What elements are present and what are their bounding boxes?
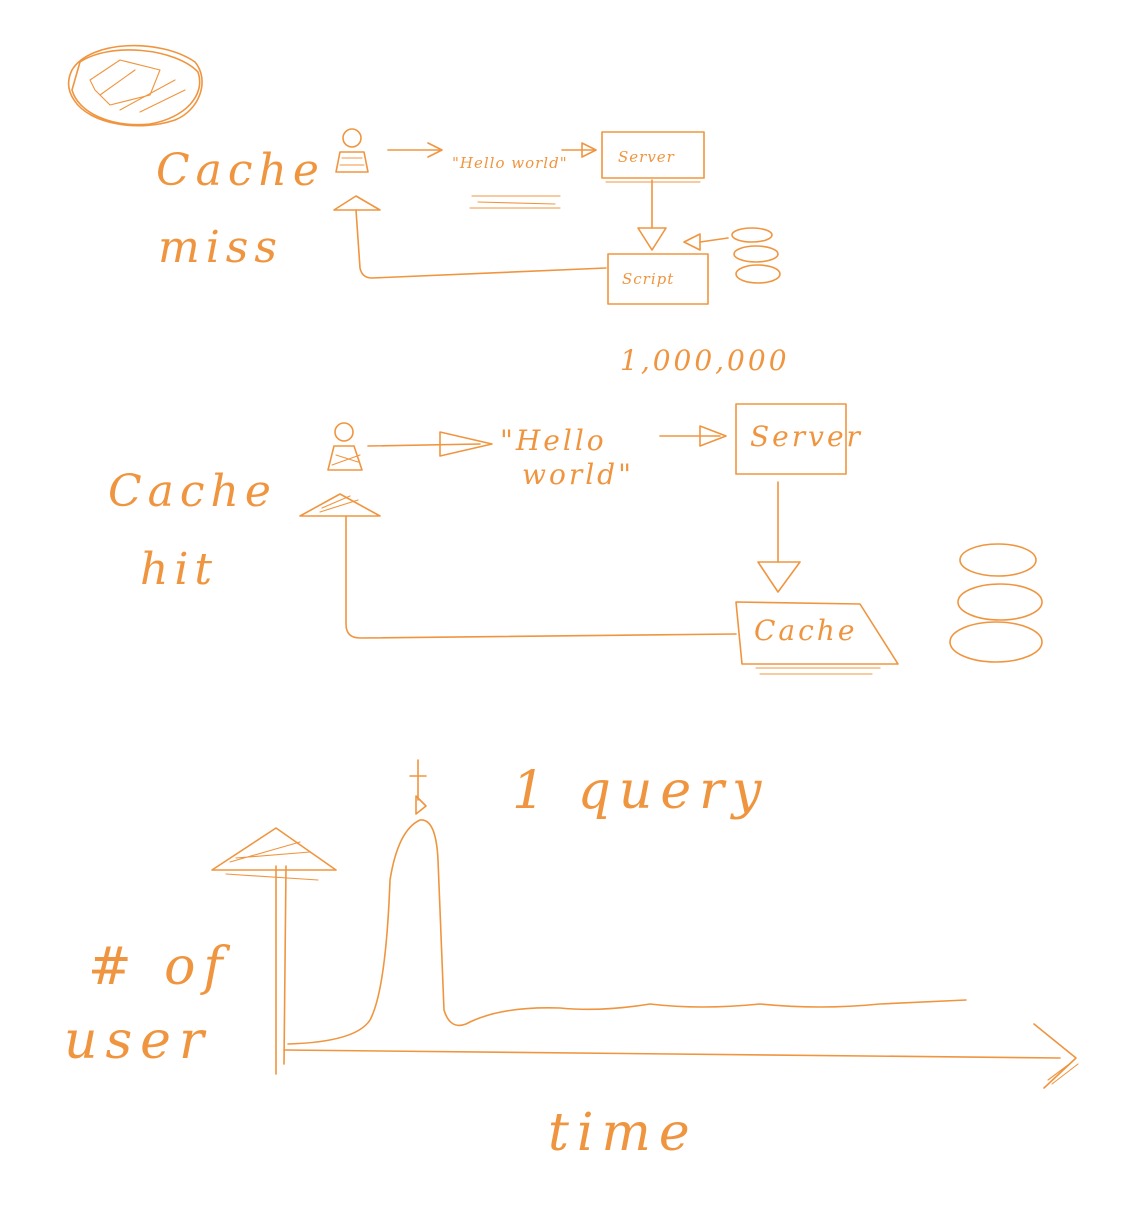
cache-miss-label-line2: miss xyxy=(158,222,283,273)
cache-miss-section: Cache miss "Hello world" Server Script xyxy=(156,128,790,377)
x-axis-label: time xyxy=(548,1103,698,1163)
arrowhead-icon xyxy=(299,493,381,517)
cache-hit-section: Cache hit "Hello world" Server Cache xyxy=(108,403,1043,675)
arrowhead-icon xyxy=(757,561,801,593)
script-label: Script xyxy=(622,270,674,288)
request-count: 1,000,000 xyxy=(620,344,790,377)
arrowhead-icon xyxy=(637,227,667,251)
script-box xyxy=(607,253,709,305)
arrowhead-scribble xyxy=(319,495,359,513)
arrowhead-icon xyxy=(581,142,597,158)
arrow-db-to-script xyxy=(699,237,729,243)
return-path xyxy=(355,209,607,279)
x-axis-arrowhead xyxy=(1033,1023,1077,1089)
return-path xyxy=(345,515,737,639)
traffic-chart: 1 query # of user time xyxy=(64,759,1079,1163)
server-label: Server xyxy=(618,148,675,166)
database-icon xyxy=(949,543,1043,663)
user-icon xyxy=(327,422,363,471)
cache-miss-label-line1: Cache xyxy=(156,145,325,196)
x-axis xyxy=(283,1049,1061,1059)
arrowhead-scribble xyxy=(225,841,319,881)
y-axis-label-line1: # of xyxy=(88,937,231,997)
spike-marker-icon xyxy=(409,759,427,815)
server-label: Server xyxy=(750,420,863,453)
y-axis-label-line2: user xyxy=(64,1011,212,1071)
message-underline xyxy=(469,195,561,209)
arrowhead-icon xyxy=(333,195,381,211)
user-icon xyxy=(335,128,369,173)
server-box xyxy=(601,131,705,179)
spike-annotation: 1 query xyxy=(512,761,769,821)
cache-underline xyxy=(755,667,881,675)
arrowhead-icon xyxy=(699,425,727,447)
y-axis-arrowhead xyxy=(211,827,337,871)
database-icon xyxy=(731,227,781,284)
cache-box xyxy=(735,601,899,665)
scribble-logo xyxy=(67,44,203,127)
cache-hit-message-line2: world" xyxy=(522,458,634,491)
cache-hit-label-line2: hit xyxy=(140,544,218,595)
arrowhead-icon xyxy=(439,431,493,457)
cache-hit-label-line1: Cache xyxy=(108,466,277,517)
cache-miss-message: "Hello world" xyxy=(452,154,568,172)
arrowhead-scribble xyxy=(1047,1061,1079,1085)
server-box xyxy=(735,403,847,475)
arrowhead-icon xyxy=(683,233,701,251)
traffic-line xyxy=(287,819,967,1045)
arrowhead-icon xyxy=(427,142,443,158)
cache-label: Cache xyxy=(754,614,857,647)
y-axis xyxy=(275,865,287,1075)
arrow-user-to-message xyxy=(367,443,481,447)
cache-hit-message-line1: "Hello xyxy=(500,424,607,457)
